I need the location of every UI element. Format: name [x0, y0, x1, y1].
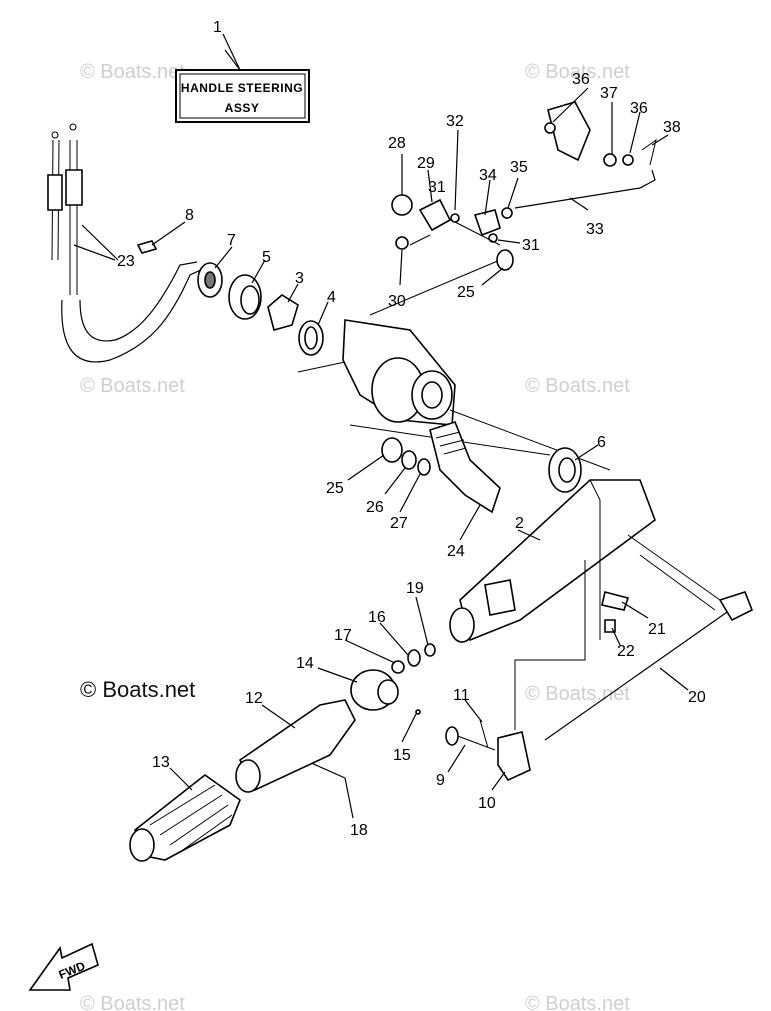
callout-25: 25 [457, 284, 475, 301]
leader-lines [73, 49, 689, 819]
callout-4: 4 [327, 289, 336, 306]
callout-2: 2 [515, 515, 524, 532]
callout-34: 34 [479, 167, 497, 184]
callout-36: 36 [630, 100, 648, 117]
callout-23: 23 [117, 253, 135, 270]
watermark: © Boats.net [80, 61, 185, 83]
callout-10: 10 [478, 795, 496, 812]
callout-29: 29 [417, 155, 435, 172]
callout-20: 20 [688, 689, 706, 706]
callout-16: 16 [368, 609, 386, 626]
steering-housing [297, 259, 611, 471]
throttle-grip [129, 699, 356, 862]
callout-30: 30 [388, 293, 406, 310]
callout-labels: 1 2 3 4 5 6 7 8 9 10 11 12 13 14 15 16 1… [117, 19, 706, 839]
callout-18: 18 [350, 822, 368, 839]
throttle-cables [47, 123, 206, 363]
shift-lever [381, 421, 501, 514]
callout-24: 24 [447, 543, 465, 560]
fwd-arrow-icon: FWD [28, 942, 99, 991]
callout-19: 19 [406, 580, 424, 597]
title-box-line2: ASSY [225, 101, 260, 115]
callout-31: 31 [522, 237, 540, 254]
callout-7: 7 [227, 232, 236, 249]
callout-32: 32 [446, 113, 464, 130]
callout-22: 22 [617, 643, 635, 660]
watermark-main: © Boats.net [80, 677, 195, 702]
callout-13: 13 [152, 754, 170, 771]
callout-25: 25 [326, 480, 344, 497]
callout-17: 17 [334, 627, 352, 644]
callout-14: 14 [296, 655, 314, 672]
callout-37: 37 [600, 85, 618, 102]
callout-31: 31 [428, 179, 446, 196]
callout-9: 9 [436, 772, 445, 789]
watermark: © Boats.net [525, 683, 630, 705]
watermark: © Boats.net [525, 61, 630, 83]
title-box-line1: HANDLE STEERING [181, 81, 303, 95]
bracket-parts [136, 240, 324, 356]
callout-8: 8 [185, 207, 194, 224]
watermark: © Boats.net [80, 993, 185, 1011]
callout-33: 33 [586, 221, 604, 238]
watermark: © Boats.net [525, 375, 630, 397]
title-box: HANDLE STEERING ASSY [175, 33, 310, 123]
callout-38: 38 [663, 119, 681, 136]
callout-26: 26 [366, 499, 384, 516]
shift-rod [544, 591, 754, 741]
callout-3: 3 [295, 270, 304, 287]
throttle-stop [445, 719, 531, 782]
callout-27: 27 [390, 515, 408, 532]
callout-21: 21 [648, 621, 666, 638]
watermarks: © Boats.net © Boats.net © Boats.net © Bo… [80, 61, 630, 1011]
washer-6 [548, 447, 582, 493]
callout-11: 11 [453, 687, 470, 704]
callout-28: 28 [388, 135, 406, 152]
watermark: © Boats.net [80, 375, 185, 397]
watermark: © Boats.net [525, 993, 630, 1011]
throttle-small-parts [299, 643, 436, 779]
callout-36: 36 [572, 71, 590, 88]
callout-5: 5 [262, 249, 271, 266]
callout-1: 1 [213, 19, 222, 36]
steering-handle [449, 479, 721, 730]
callout-35: 35 [510, 159, 528, 176]
callout-15: 15 [393, 747, 411, 764]
callout-6: 6 [597, 434, 606, 451]
callout-12: 12 [245, 690, 263, 707]
